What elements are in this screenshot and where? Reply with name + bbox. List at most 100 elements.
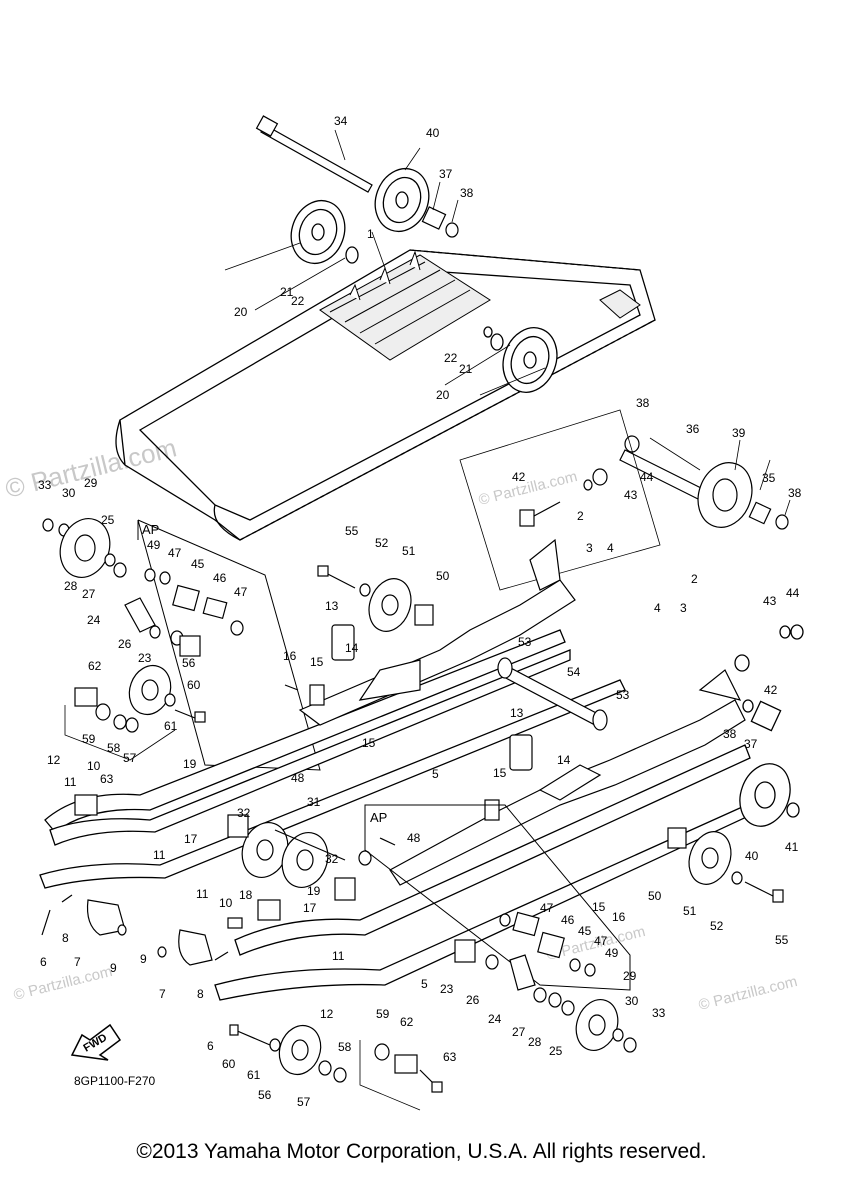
callout-25b: 25: [549, 1044, 563, 1058]
callout-53: 53: [518, 635, 532, 649]
upper-wheel-20: [290, 199, 359, 265]
bottom-bracket-group: [229, 1024, 443, 1093]
callout-46b: 46: [561, 913, 575, 927]
callout-25: 25: [101, 513, 115, 527]
callout-53b: 53: [616, 688, 630, 702]
callout-52b: 52: [710, 919, 724, 933]
callout-45b: 45: [578, 924, 592, 938]
callout-49: 49: [147, 538, 161, 552]
upper-leader-lines: [224, 129, 546, 396]
callout-13b: 13: [510, 706, 524, 720]
callout-38: 38: [460, 186, 474, 200]
ap-label-right: AP: [370, 810, 387, 825]
callout-54: 54: [567, 665, 581, 679]
callout-18: 18: [239, 888, 253, 902]
callout-51: 51: [402, 544, 416, 558]
callout-27: 27: [82, 587, 96, 601]
callout-37b: 37: [744, 737, 758, 751]
upper-rear-axle: [255, 115, 373, 193]
ap-box-left: [137, 519, 321, 771]
callout-11: 11: [64, 775, 77, 789]
rear-shaft-group: [519, 435, 789, 530]
callout-2b: 2: [691, 572, 698, 586]
callout-20: 20: [234, 305, 248, 319]
callout-3: 3: [586, 541, 593, 555]
callout-29: 29: [84, 476, 98, 490]
callout-43: 43: [624, 488, 638, 502]
collar-37-38: [421, 206, 459, 238]
callout-19b: 19: [307, 884, 321, 898]
lower-right-wheel-51: [667, 827, 784, 903]
bottom-bracket-frame: [359, 1040, 421, 1111]
callout-26b: 26: [466, 993, 480, 1007]
ap-left-parts: [144, 568, 244, 636]
callout-47: 47: [168, 546, 182, 560]
callout-21b: 21: [459, 362, 473, 376]
ap-label-left: AP: [142, 522, 159, 537]
callout-14: 14: [345, 641, 359, 655]
callout-60: 60: [187, 678, 201, 692]
callout-63: 63: [100, 772, 114, 786]
callout-59: 59: [82, 732, 96, 746]
callout-55b: 55: [775, 933, 789, 947]
callout-56: 56: [182, 656, 196, 670]
callout-20b: 20: [436, 388, 450, 402]
upper-wheel-40: [374, 167, 430, 233]
callout-6: 6: [40, 955, 47, 969]
callout-45: 45: [191, 557, 205, 571]
callout-22b: 22: [444, 351, 458, 365]
upper-slide-frame-right: [389, 669, 746, 886]
rail-left: [39, 629, 626, 889]
callout-12b: 12: [320, 1007, 334, 1021]
front-left-bumpers: [41, 794, 281, 966]
watermark-center: © Partzilla.com: [477, 468, 579, 509]
callout-48: 48: [291, 771, 305, 785]
callout-31: 31: [307, 795, 321, 809]
callout-43b: 43: [763, 594, 777, 608]
callout-5: 5: [432, 767, 439, 781]
callout-48b: 48: [407, 831, 421, 845]
callout-38b: 38: [636, 396, 650, 410]
callout-17: 17: [184, 832, 198, 846]
callout-12: 12: [47, 753, 61, 767]
callout-33b: 33: [652, 1006, 666, 1020]
callout-38d: 38: [723, 727, 737, 741]
callout-11d: 11: [332, 949, 345, 963]
callout-62b: 62: [400, 1015, 414, 1029]
watermark-bottom-left: © Partzilla.com: [12, 963, 114, 1004]
callout-15d: 15: [592, 900, 606, 914]
upper-wheel-51: [317, 565, 434, 632]
callout-2: 2: [577, 509, 584, 523]
callout-1: 1: [367, 227, 374, 241]
callout-60b: 60: [222, 1057, 236, 1071]
callout-23: 23: [138, 651, 152, 665]
callout-11c: 11: [196, 887, 209, 901]
callout-7: 7: [74, 955, 81, 969]
callout-50b: 50: [648, 889, 662, 903]
callout-29b: 29: [623, 969, 637, 983]
callout-6b: 6: [207, 1039, 214, 1053]
callout-10: 10: [87, 759, 101, 773]
lower-right-wheel-40: [734, 624, 804, 827]
callout-55: 55: [345, 524, 359, 538]
copyright-notice: ©2013 Yamaha Motor Corporation, U.S.A. A…: [136, 1140, 707, 1163]
callout-28: 28: [64, 579, 78, 593]
callout-13: 13: [325, 599, 339, 613]
callout-8: 8: [62, 931, 69, 945]
callout-35: 35: [762, 471, 776, 485]
callout-4: 4: [607, 541, 614, 555]
callout-5b: 5: [421, 977, 428, 991]
arm-13-upper: [284, 624, 355, 706]
callout-42: 42: [512, 470, 526, 484]
fwd-arrow-icon: FWD: [70, 1023, 122, 1061]
callout-59b: 59: [376, 1007, 390, 1021]
callout-46: 46: [213, 571, 227, 585]
callout-21: 21: [280, 285, 294, 299]
callout-24b: 24: [488, 1012, 502, 1026]
callout-36: 36: [686, 422, 700, 436]
callout-9b: 9: [140, 952, 147, 966]
upper-slide-frame-left: [298, 538, 576, 726]
callout-58b: 58: [338, 1040, 352, 1054]
callout-56b: 56: [258, 1088, 272, 1102]
